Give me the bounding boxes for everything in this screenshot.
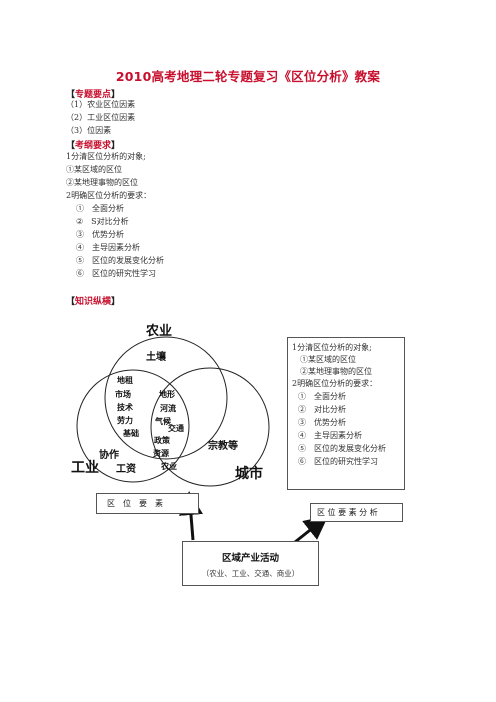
technology-label: 技术 bbox=[117, 403, 133, 412]
requirement-line: 2明确区位分析的要求： bbox=[292, 379, 378, 388]
requirement-line: ② 对比分析 bbox=[298, 405, 346, 414]
outline-item: ① 全面分析 bbox=[76, 204, 124, 213]
outline-item: ②某地理事物的区位 bbox=[66, 178, 138, 187]
wage-label: 工资 bbox=[116, 464, 136, 475]
key-point-item: （2）工业区位因素 bbox=[66, 113, 136, 122]
requirement-line: ⑤ 区位的发展变化分析 bbox=[298, 444, 386, 453]
outline-item: 2明确区位分析的要求： bbox=[66, 191, 152, 200]
agriculture-circle bbox=[104, 336, 228, 460]
requirement-line: ⑥ 区位的研究性学习 bbox=[298, 457, 378, 466]
industry-label: 工业 bbox=[71, 460, 99, 476]
policy-label: 政策 bbox=[154, 436, 170, 445]
industry-circle bbox=[76, 369, 190, 483]
requirement-line: ① 全面分析 bbox=[298, 392, 346, 401]
regional-industry-activity-box: 区域产业活动 （农业、工业、交通、商业） bbox=[182, 541, 319, 586]
factor-analysis-label: 区 位 要 素 分 析 bbox=[317, 508, 378, 517]
outline-item: ⑥ 区位的研究性学习 bbox=[76, 269, 156, 278]
climate-label: 气候 bbox=[155, 417, 171, 426]
factor-analysis-box: 区 位 要 素 分 析 bbox=[310, 503, 403, 522]
city-label: 城市 bbox=[235, 466, 263, 482]
market-label: 市场 bbox=[115, 390, 131, 399]
location-factors-label: 区 位 要 素 bbox=[107, 499, 163, 508]
outline-item: ③ 优势分析 bbox=[76, 230, 124, 239]
key-point-item: （1）农业区位因素 bbox=[66, 100, 136, 109]
outline-item: ⑤ 区位的发展变化分析 bbox=[76, 256, 164, 265]
agriculture-small-label: 农业 bbox=[161, 462, 177, 471]
section-heading-key-points: 【专题要点】 bbox=[66, 90, 121, 100]
labor-label: 劳力 bbox=[117, 416, 133, 425]
requirement-line: 1分清区位分析的对象; bbox=[292, 343, 372, 352]
activity-title: 区域产业活动 bbox=[221, 553, 279, 564]
land-rent-label: 地租 bbox=[117, 376, 133, 385]
activity-subtitle: （农业、工业、交通、商业） bbox=[201, 569, 300, 578]
transport-label: 交通 bbox=[168, 424, 184, 433]
section-heading-knowledge: 【知识纵横】 bbox=[66, 297, 121, 307]
city-circle bbox=[150, 367, 270, 487]
infrastructure-label: 基础 bbox=[123, 429, 139, 438]
cooperation-label: 协作 bbox=[99, 450, 119, 461]
river-label: 河流 bbox=[160, 404, 176, 413]
requirement-line: ③ 优势分析 bbox=[298, 418, 346, 427]
location-factors-box: 区 位 要 素 bbox=[96, 493, 199, 514]
outline-item: 1分清区位分析的对象; bbox=[66, 152, 146, 161]
resources-label: 资源 bbox=[153, 449, 169, 458]
key-point-item: （3）位因素 bbox=[66, 126, 112, 135]
outline-item: ①某区域的区位 bbox=[66, 165, 122, 174]
outline-item: ④ 主导因素分析 bbox=[76, 243, 140, 252]
terrain-label: 地形 bbox=[159, 390, 175, 399]
requirement-line: ②某地理事物的区位 bbox=[300, 367, 372, 376]
agriculture-label: 农业 bbox=[146, 324, 173, 339]
outline-item: ② S对比分析 bbox=[76, 217, 129, 226]
religion-label: 宗教等 bbox=[208, 441, 238, 452]
soil-label: 土壤 bbox=[146, 352, 166, 363]
requirement-line: ①某区域的区位 bbox=[300, 355, 356, 364]
section-heading-outline: 【考纲要求】 bbox=[66, 141, 121, 151]
analysis-requirements-box: 1分清区位分析的对象; ①某区域的区位 ②某地理事物的区位 2明确区位分析的要求… bbox=[287, 337, 405, 490]
requirement-line: ④ 主导因素分析 bbox=[298, 431, 362, 440]
page-title: 2010高考地理二轮专题复习《区位分析》教案 bbox=[115, 69, 381, 84]
